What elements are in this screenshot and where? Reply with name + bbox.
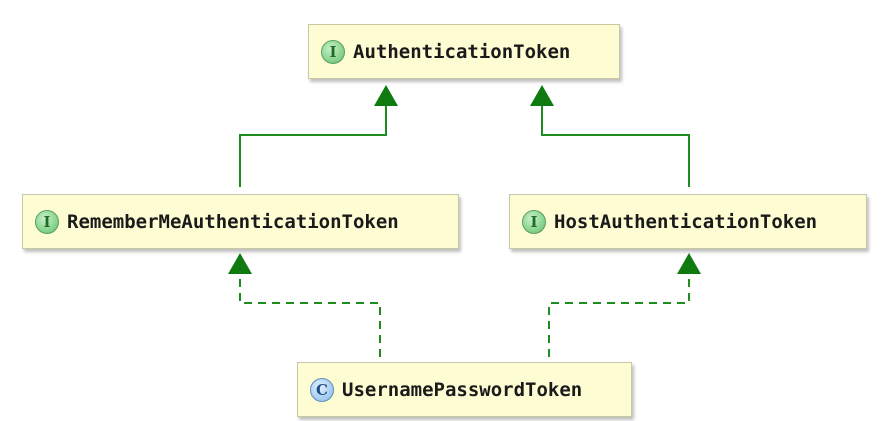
arrowhead-authentication-token-right (530, 85, 554, 106)
node-username-password-token[interactable]: C UsernamePasswordToken (297, 362, 632, 417)
node-label: UsernamePasswordToken (342, 378, 583, 401)
node-label: AuthenticationToken (353, 40, 571, 63)
node-remember-me-authentication-token[interactable]: I RememberMeAuthenticationToken (22, 194, 459, 249)
arrowhead-host (677, 253, 701, 274)
arrowhead-authentication-token-left (374, 85, 398, 106)
interface-icon: I (35, 209, 59, 234)
node-label: HostAuthenticationToken (554, 210, 818, 233)
node-host-authentication-token[interactable]: I HostAuthenticationToken (509, 194, 867, 249)
interface-icon: I (321, 39, 345, 64)
edge-username-password-implements-host (548, 274, 690, 357)
class-icon: C (310, 377, 334, 402)
edge-username-password-implements-remember-me (239, 274, 381, 357)
arrowhead-remember-me (228, 253, 252, 274)
interface-icon: I (522, 209, 546, 234)
node-label: RememberMeAuthenticationToken (67, 210, 399, 233)
edge-remember-me-extends-authentication-token (239, 106, 387, 187)
edge-host-extends-authentication-token (541, 106, 690, 187)
node-authentication-token[interactable]: I AuthenticationToken (308, 24, 620, 79)
